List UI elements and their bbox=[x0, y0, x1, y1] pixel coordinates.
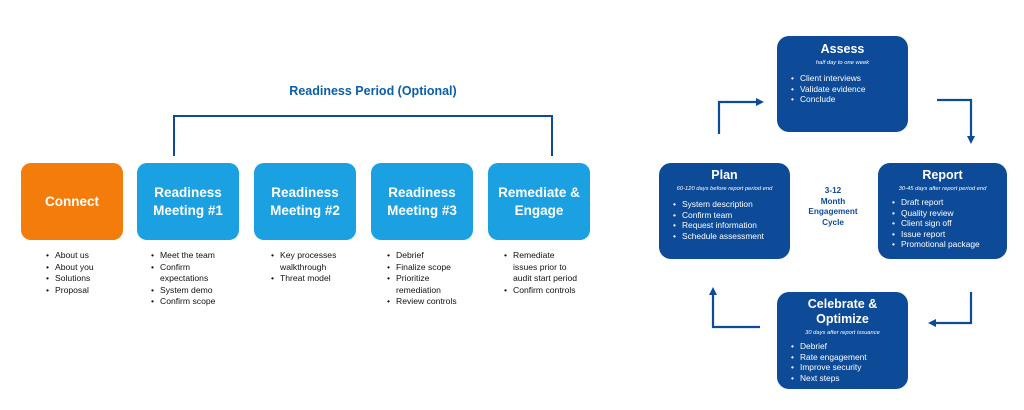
cycle-plan: Plan 60-120 days before report period en… bbox=[659, 163, 790, 259]
list-item: Promotional package bbox=[892, 239, 1007, 250]
list-item: Meet the team bbox=[150, 250, 230, 262]
cycle-celebrate-optimize: Celebrate & Optimize 30 days after repor… bbox=[777, 292, 908, 389]
arrow-assess-to-report bbox=[937, 98, 975, 144]
assess-bullets: Client interviews Validate evidence Conc… bbox=[777, 73, 908, 105]
cycle-center-label: 3-12 Month Engagement Cycle bbox=[808, 186, 858, 227]
list-item: Schedule assessment bbox=[673, 231, 790, 242]
cycle-assess: Assess half day to one week Client inter… bbox=[777, 36, 908, 132]
list-item: Key processes walkthrough bbox=[270, 250, 348, 273]
readiness-bracket bbox=[173, 115, 553, 156]
celebrate-title: Celebrate & Optimize bbox=[807, 297, 878, 326]
report-bullets: Draft report Quality review Client sign … bbox=[878, 197, 1007, 250]
list-item: Solutions bbox=[45, 273, 135, 285]
celebrate-subtitle: 30 days after report issuance bbox=[805, 330, 880, 336]
list-item: Confirm team bbox=[673, 210, 790, 221]
assess-title: Assess bbox=[820, 42, 865, 56]
list-item: Improve security bbox=[791, 362, 908, 373]
list-item: Threat model bbox=[270, 273, 348, 285]
list-item: Draft report bbox=[892, 197, 1007, 208]
phase-readiness-meeting-2: Readiness Meeting #2 bbox=[254, 163, 356, 240]
arrow-plan-to-assess bbox=[717, 98, 764, 134]
list-item: Remediate issues prior to audit start pe… bbox=[503, 250, 579, 285]
list-item: About us bbox=[45, 250, 135, 262]
list-item: About you bbox=[45, 262, 135, 274]
list-item: Confirm controls bbox=[503, 285, 579, 297]
readiness-period-title: Readiness Period (Optional) bbox=[289, 84, 457, 98]
list-item: Proposal bbox=[45, 285, 135, 297]
plan-title: Plan bbox=[711, 168, 738, 182]
list-item: Quality review bbox=[892, 208, 1007, 219]
plan-subtitle: 60-120 days before report period end bbox=[676, 186, 773, 192]
remediate-bullets: Remediate issues prior to audit start pe… bbox=[503, 250, 579, 296]
phase-remediate-engage: Remediate & Engage bbox=[488, 163, 590, 240]
phase-connect: Connect bbox=[21, 163, 123, 240]
list-item: Confirm scope bbox=[150, 296, 230, 308]
list-item: Prioritize remediation bbox=[386, 273, 466, 296]
arrow-report-to-celebrate bbox=[928, 292, 973, 327]
connect-bullets: About us About you Solutions Proposal bbox=[45, 250, 135, 296]
cycle-report: Report 30-45 days after report period en… bbox=[878, 163, 1007, 259]
list-item: System demo bbox=[150, 285, 230, 297]
celebrate-bullets: Debrief Rate engagement Improve security… bbox=[777, 341, 908, 383]
plan-bullets: System description Confirm team Request … bbox=[659, 199, 790, 241]
report-title: Report bbox=[922, 168, 963, 182]
phase-readiness-meeting-1: Readiness Meeting #1 bbox=[137, 163, 239, 240]
assess-subtitle: half day to one week bbox=[815, 60, 870, 66]
list-item: Next steps bbox=[791, 373, 908, 384]
arrow-celebrate-to-plan bbox=[709, 287, 760, 329]
list-item: Client sign off bbox=[892, 218, 1007, 229]
list-item: Request information bbox=[673, 220, 790, 231]
readiness-3-bullets: Debrief Finalize scope Prioritize remedi… bbox=[386, 250, 466, 308]
list-item: Finalize scope bbox=[386, 262, 466, 274]
list-item: Client interviews bbox=[791, 73, 908, 84]
list-item: Confirm expectations bbox=[150, 262, 230, 285]
list-item: Issue report bbox=[892, 229, 1007, 240]
readiness-2-bullets: Key processes walkthrough Threat model bbox=[270, 250, 348, 285]
list-item: Validate evidence bbox=[791, 84, 908, 95]
list-item: Debrief bbox=[386, 250, 466, 262]
list-item: Review controls bbox=[386, 296, 466, 308]
list-item: Debrief bbox=[791, 341, 908, 352]
readiness-1-bullets: Meet the team Confirm expectations Syste… bbox=[150, 250, 230, 308]
list-item: System description bbox=[673, 199, 790, 210]
list-item: Rate engagement bbox=[791, 352, 908, 363]
list-item: Conclude bbox=[791, 94, 908, 105]
report-subtitle: 30-45 days after report period end bbox=[898, 186, 987, 192]
phase-readiness-meeting-3: Readiness Meeting #3 bbox=[371, 163, 473, 240]
